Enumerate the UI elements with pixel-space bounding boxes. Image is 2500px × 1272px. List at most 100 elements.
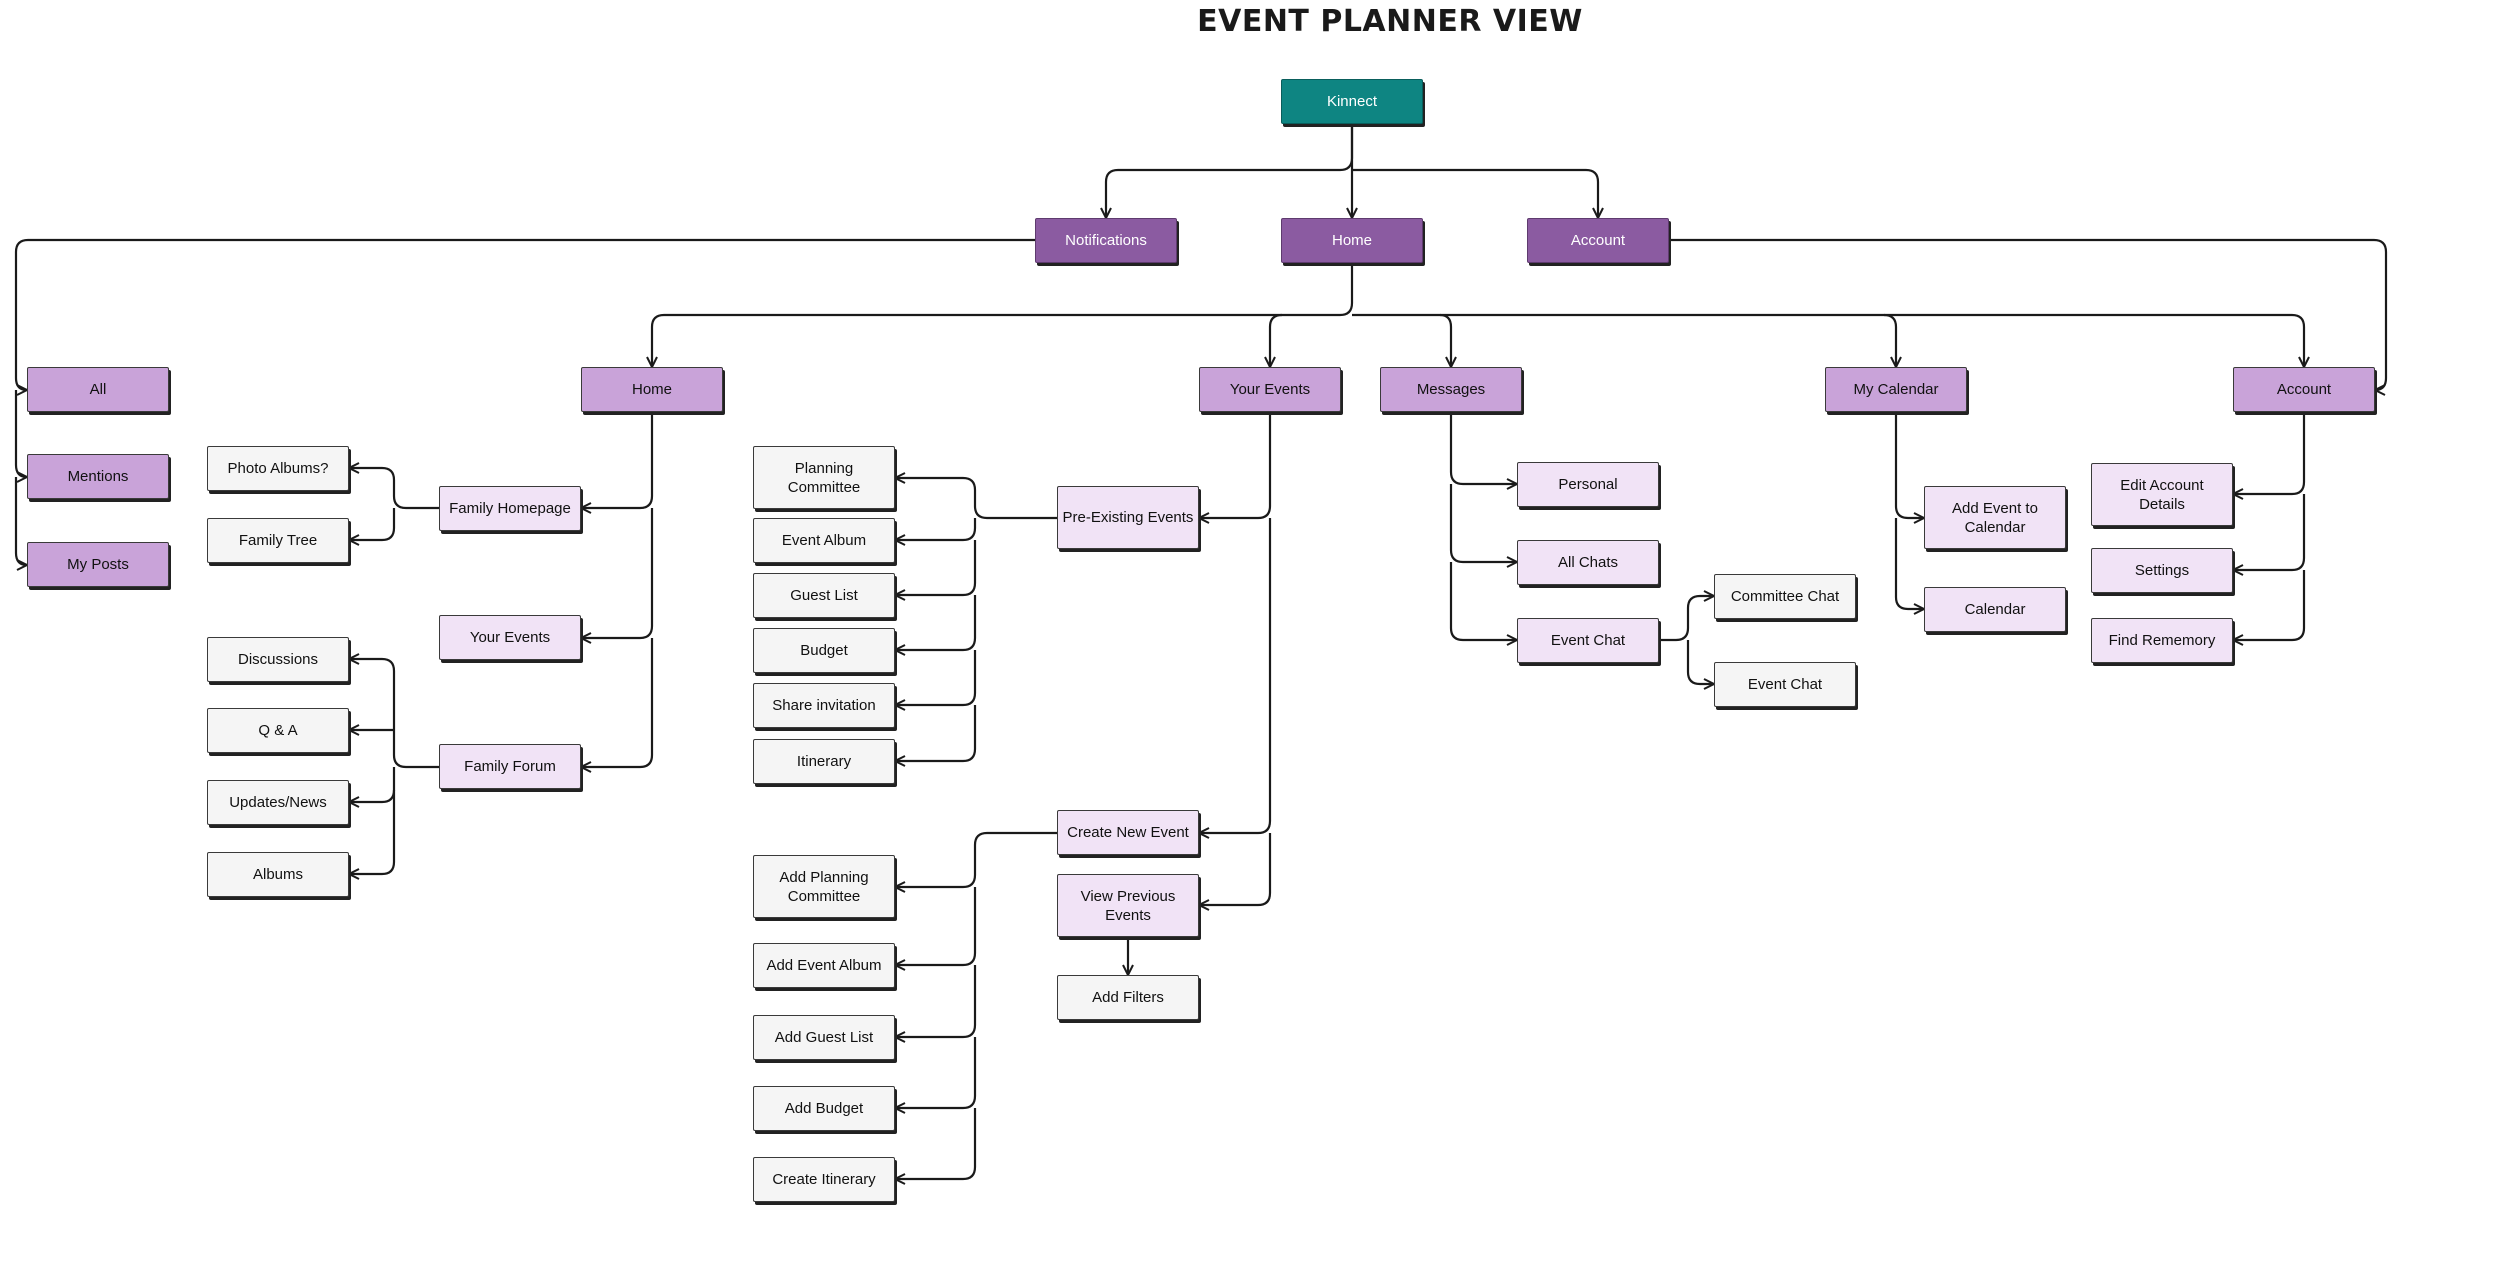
connector-arrow: [895, 965, 977, 1037]
node-budget[interactable]: Budget: [753, 628, 895, 673]
node-create-new-event[interactable]: Create New Event: [1057, 810, 1199, 855]
node-label: Photo Albums?: [227, 460, 329, 477]
node-personal[interactable]: Personal: [1517, 462, 1659, 507]
connector-arrow: [1669, 238, 2388, 390]
node-albums[interactable]: Albums: [207, 852, 349, 897]
node-label: Discussions: [237, 651, 319, 668]
node-your-events[interactable]: Your Events: [1199, 367, 1341, 412]
node-itinerary[interactable]: Itinerary: [753, 739, 895, 784]
node-updates-news[interactable]: Updates/News: [207, 780, 349, 825]
node-family-tree[interactable]: Family Tree: [207, 518, 349, 563]
node-label: My Posts: [67, 556, 129, 573]
connector-arrow: [2233, 570, 2306, 640]
node-home[interactable]: Home: [1281, 218, 1423, 263]
node-label: Calendar: [1964, 601, 2026, 618]
connector-arrow: [1449, 412, 1517, 484]
node-guest-list[interactable]: Guest List: [753, 573, 895, 618]
node-add-budget[interactable]: Add Budget: [753, 1086, 895, 1131]
node-label: Add Planning Committee: [779, 868, 869, 905]
connector-arrow: [1449, 484, 1517, 562]
node-family-forum[interactable]: Family Forum: [439, 744, 581, 789]
node-label: Albums: [252, 866, 304, 883]
node-my-calendar[interactable]: My Calendar: [1825, 367, 1967, 412]
node-view-previous-events[interactable]: View Previous Events: [1057, 874, 1199, 937]
node-messages[interactable]: Messages: [1380, 367, 1522, 412]
node-home-sub[interactable]: Home: [581, 367, 723, 412]
node-label: Messages: [1416, 381, 1486, 398]
node-label: Guest List: [790, 587, 858, 604]
node-label: Pre-Existing Events: [1062, 509, 1194, 526]
node-label: Mentions: [67, 468, 129, 485]
node-planning-committee[interactable]: Planning Committee: [753, 446, 895, 509]
connector-arrow: [1894, 518, 1924, 609]
node-label: Family Homepage: [449, 500, 571, 517]
connector-arrow: [895, 705, 977, 761]
node-edit-account-details[interactable]: Edit Account Details: [2091, 463, 2233, 526]
node-photo-albums[interactable]: Photo Albums?: [207, 446, 349, 491]
node-my-posts[interactable]: My Posts: [27, 542, 169, 587]
node-event-album[interactable]: Event Album: [753, 518, 895, 563]
node-label: Event Album: [781, 532, 867, 549]
connector-arrow: [1884, 313, 2304, 367]
node-mentions[interactable]: Mentions: [27, 454, 169, 499]
node-label: Home: [1331, 232, 1372, 249]
connector-arrow: [895, 478, 1057, 520]
node-label: Family Forum: [464, 758, 556, 775]
node-add-guest-list[interactable]: Add Guest List: [753, 1015, 895, 1060]
connector-arrow: [581, 412, 654, 508]
connector-arrow: [349, 659, 439, 769]
node-label: Committee Chat: [1730, 588, 1840, 605]
node-label: Your Events: [469, 629, 551, 646]
diagram-title: EVENT PLANNER VIEW: [1197, 4, 1583, 39]
connector-arrow: [1659, 596, 1714, 642]
node-label: Itinerary: [796, 753, 852, 770]
node-qa[interactable]: Q & A: [207, 708, 349, 753]
connector-arrow: [1352, 168, 1598, 218]
node-family-homepage[interactable]: Family Homepage: [439, 486, 581, 531]
node-label: All Chats: [1557, 554, 1619, 571]
connector-arrow: [1352, 313, 1896, 367]
node-kinnect[interactable]: Kinnect: [1281, 79, 1423, 124]
connector-arrow: [895, 518, 977, 540]
node-notifications[interactable]: Notifications: [1035, 218, 1177, 263]
node-label: Updates/News: [229, 794, 327, 811]
node-your-events-home[interactable]: Your Events: [439, 615, 581, 660]
node-account[interactable]: Account: [1527, 218, 1669, 263]
node-label: Your Events: [1229, 381, 1311, 398]
node-committee-chat[interactable]: Committee Chat: [1714, 574, 1856, 619]
node-all-chats[interactable]: All Chats: [1517, 540, 1659, 585]
node-pre-existing-events[interactable]: Pre-Existing Events: [1057, 486, 1199, 549]
node-label: Add Event to Calendar: [1952, 499, 2038, 536]
node-account-sub[interactable]: Account: [2233, 367, 2375, 412]
node-label: Q & A: [258, 722, 298, 739]
node-share-invitation[interactable]: Share invitation: [753, 683, 895, 728]
connector-arrow: [895, 831, 1057, 887]
node-add-event-to-calendar[interactable]: Add Event to Calendar: [1924, 486, 2066, 549]
node-discussions[interactable]: Discussions: [207, 637, 349, 682]
node-label: Event Chat: [1550, 632, 1626, 649]
node-settings[interactable]: Settings: [2091, 548, 2233, 593]
node-label: All: [89, 381, 107, 398]
node-label: Add Budget: [784, 1100, 864, 1117]
node-label: My Calendar: [1853, 381, 1939, 398]
connector-arrow: [1894, 412, 1924, 518]
connector-arrow: [1686, 640, 1714, 684]
node-calendar[interactable]: Calendar: [1924, 587, 2066, 632]
connector-arrow: [2233, 494, 2306, 570]
node-label: Settings: [2134, 562, 2190, 579]
node-event-chat[interactable]: Event Chat: [1517, 618, 1659, 663]
node-event-chat-sub[interactable]: Event Chat: [1714, 662, 1856, 707]
node-add-event-album[interactable]: Add Event Album: [753, 943, 895, 988]
node-label: Family Tree: [238, 532, 318, 549]
node-label: Create New Event: [1067, 824, 1189, 841]
node-create-itinerary[interactable]: Create Itinerary: [753, 1157, 895, 1202]
connector-arrow: [895, 1108, 977, 1179]
node-label: Find Rememory: [2108, 632, 2216, 649]
node-label: Create Itinerary: [772, 1171, 876, 1188]
node-add-planning-committee[interactable]: Add Planning Committee: [753, 855, 895, 918]
node-label: Notifications: [1065, 232, 1147, 249]
node-all[interactable]: All: [27, 367, 169, 412]
node-add-filters[interactable]: Add Filters: [1057, 975, 1199, 1020]
node-find-rememory[interactable]: Find Rememory: [2091, 618, 2233, 663]
